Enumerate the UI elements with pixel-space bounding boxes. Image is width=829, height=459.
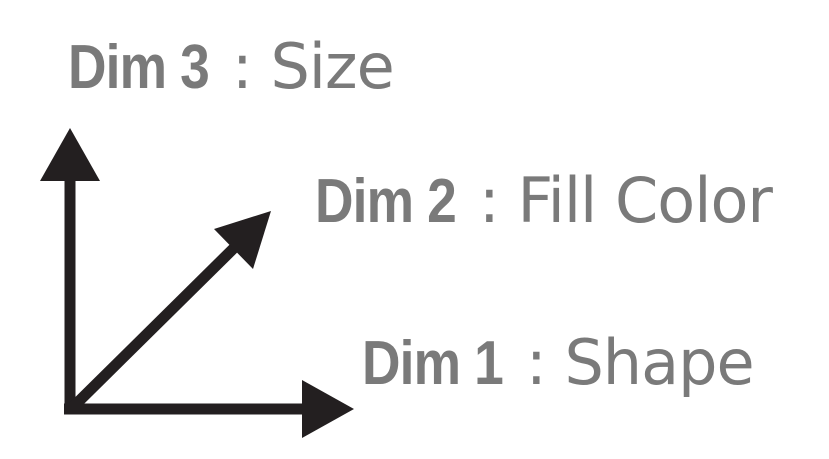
dim3-name: Size: [270, 30, 394, 103]
dim1-label: Dim 1: Shape: [362, 329, 755, 398]
dim1-number: Dim 1: [362, 329, 504, 398]
dim3-label: Dim 3: Size: [68, 33, 395, 102]
arrow-dim1: [64, 380, 354, 438]
dim1-separator: :: [525, 326, 547, 399]
dim2-name: Fill Color: [517, 164, 772, 237]
arrow-dim3: [40, 128, 100, 412]
dim2-label: Dim 2: Fill Color: [315, 167, 773, 236]
dim3-number: Dim 3: [68, 33, 210, 102]
dim2-separator: :: [478, 164, 500, 237]
dim1-name: Shape: [564, 326, 754, 399]
dim3-separator: :: [231, 30, 253, 103]
arrow-dim2: [66, 211, 271, 414]
dim2-number: Dim 2: [315, 167, 457, 236]
